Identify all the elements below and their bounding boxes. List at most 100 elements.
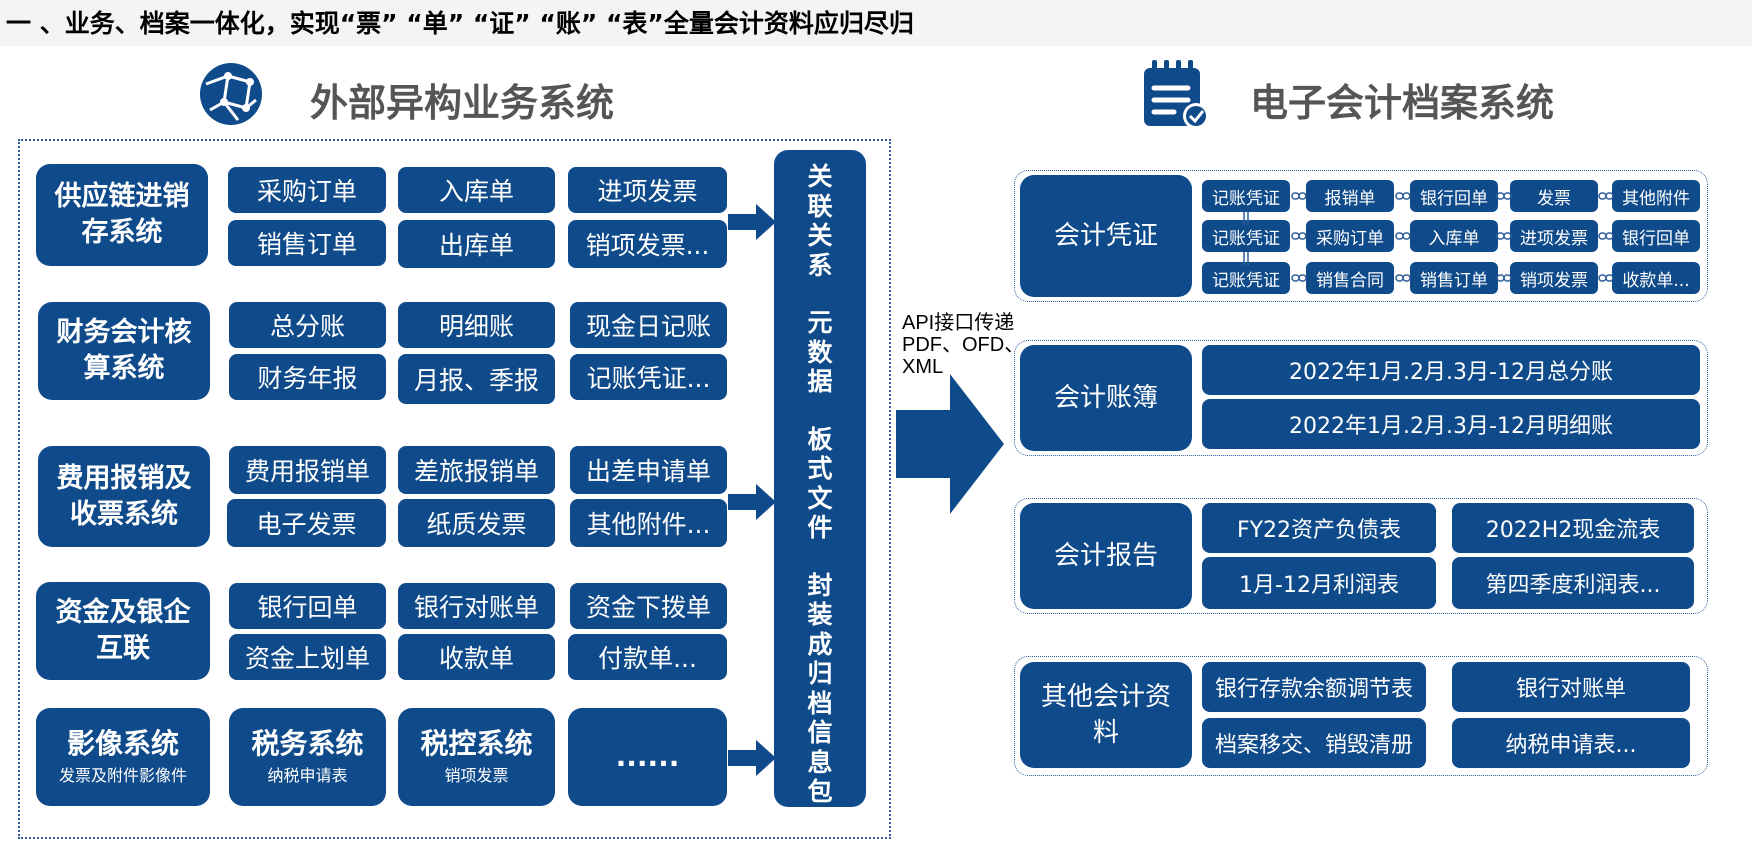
system-label-line: 算系统 [83,353,165,384]
voucher-cell: 销售合同 [1306,262,1394,294]
item-receipt-note: 收款单 [398,634,555,680]
ledger-item: 2022年1月.2月.3月-12月明细账 [1202,399,1700,449]
voucher-cell: 报销单 [1306,180,1394,212]
voucher-cell: 记账凭证 [1202,262,1290,294]
other-item: 档案移交、销毁清册 [1202,718,1426,768]
link-icon [1496,274,1512,282]
right-section-heading: 电子会计档案系统 [1250,81,1555,125]
vertical-link-icon [1243,211,1249,225]
category-other: 其他会计资 料 [1020,662,1192,768]
item-bank-receipt: 银行回单 [229,583,386,629]
link-icon [1395,192,1411,200]
document-check-icon [1144,60,1209,129]
voucher-cell: 发票 [1510,180,1598,212]
item-voucher: 记账凭证... [570,354,727,400]
report-item: 第四季度利润表... [1452,557,1694,609]
link-icon [1291,274,1307,282]
report-item: 2022H2现金流表 [1452,503,1694,553]
system-finance-accounting: 财务会计核 算系统 [38,302,210,400]
link-icon [1395,232,1411,240]
link-icon [1395,274,1411,282]
bar-char: 数 [807,337,833,367]
bar-char: 关 [807,162,833,191]
voucher-cell: 银行回单 [1410,180,1498,212]
ledger-item: 2022年1月.2月.3月-12月总分账 [1202,345,1700,395]
tile-subtitle: 发票及附件影像件 [58,766,187,785]
bar-char: 联 [807,191,833,221]
bar-char: 封 [807,570,833,600]
item-output-invoice: 销项发票... [568,220,727,268]
item-fund-transfer-up: 资金上划单 [229,634,386,680]
archive-package-bar: 关 联 关 系 元 数 据 板 式 文 件 封 装 成 归 档 信 息 包 [774,150,866,807]
other-item: 银行对账单 [1452,662,1690,712]
voucher-cell: 销项发票 [1510,262,1598,294]
item-expense-claim: 费用报销单 [229,446,386,494]
system-label-line: 资金及银企 [55,597,191,628]
item-detail-ledger: 明细账 [398,302,555,348]
arrow-right-icon [728,484,776,520]
bar-char: 件 [807,513,833,542]
category-voucher: 会计凭证 [1020,175,1192,297]
link-icon [1496,232,1512,240]
item-input-invoice: 进项发票 [568,167,727,213]
item-warehouse-in: 入库单 [398,167,555,213]
tile-title: ...... [615,740,680,773]
bar-char: 息 [807,747,833,777]
tile-title: 税务系统 [251,727,364,760]
tile-subtitle: 纳税申请表 [267,766,348,785]
group-other-frame [1014,656,1708,776]
tile-title: 影像系统 [66,727,179,760]
tile-tax-control-system: 税控系统 销项发票 [398,708,555,806]
voucher-cell: 记账凭证 [1202,180,1290,212]
link-icon [1496,192,1512,200]
bar-char: 板 [807,424,833,454]
big-arrow-right-icon [896,374,1004,514]
arrow-right-icon [728,204,776,240]
item-payment-note: 付款单... [568,634,727,680]
bar-char: 档 [807,688,833,718]
api-line: XML [902,356,944,378]
bar-char: 式 [807,454,833,483]
bar-char: 元 [807,308,833,337]
system-supply-chain: 供应链进销 存系统 [36,164,208,266]
api-line: PDF、OFD、 [902,334,1025,356]
category-label-line: 料 [1092,718,1119,748]
voucher-cell: 其他附件 [1612,180,1700,212]
link-icon [1598,192,1614,200]
voucher-cell: 采购订单 [1306,220,1394,252]
item-trip-request: 出差申请单 [570,446,727,494]
tile-imaging-system: 影像系统 发票及附件影像件 [36,708,210,806]
link-icon [1598,274,1614,282]
vertical-link-icon [1243,252,1249,266]
bar-char: 归 [807,659,833,688]
bar-char: 据 [807,367,833,396]
item-warehouse-out: 出库单 [398,220,555,268]
item-travel-claim: 差旅报销单 [398,446,555,494]
item-fund-allocation: 资金下拨单 [570,583,727,629]
bar-char: 成 [807,629,833,659]
item-annual-report: 财务年报 [229,354,386,400]
bar-char: 文 [807,483,833,513]
link-icon [1598,232,1614,240]
tile-more: ...... [568,708,727,806]
tile-tax-system: 税务系统 纳税申请表 [229,708,386,806]
category-report: 会计报告 [1020,503,1192,609]
item-other-attachments: 其他附件... [570,499,727,547]
item-general-ledger: 总分账 [229,302,386,348]
item-bank-statement: 银行对账单 [398,583,555,629]
bar-char: 系 [807,250,833,280]
system-label-line: 供应链进销 [54,181,190,212]
external-systems-frame [18,139,891,839]
voucher-cell: 收款单... [1612,262,1700,294]
item-sales-order: 销售订单 [228,220,386,266]
left-section-heading: 外部异构业务系统 [310,81,615,125]
bar-char: 包 [807,777,833,806]
other-item: 纳税申请表... [1452,718,1690,768]
system-label-line: 存系统 [81,217,163,248]
voucher-cell: 银行回单 [1612,220,1700,252]
system-fund-bank: 资金及银企 互联 [36,582,210,680]
other-item: 银行存款余额调节表 [1202,662,1426,712]
voucher-cell: 销售订单 [1410,262,1498,294]
voucher-cell: 记账凭证 [1202,220,1290,252]
bar-char: 信 [807,718,833,747]
